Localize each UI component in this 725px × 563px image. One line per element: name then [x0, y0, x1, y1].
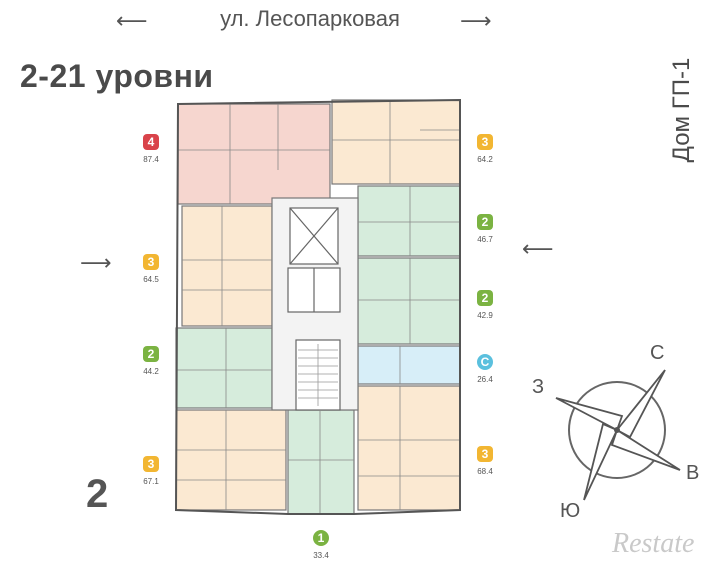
compass	[555, 369, 681, 501]
compass-west-label: З	[532, 376, 545, 398]
apartment-area: 87.4	[143, 155, 159, 164]
apartment-a4-plan[interactable]	[181, 205, 273, 327]
apartment-area: 46.7	[477, 235, 493, 244]
apartment-area: 67.1	[143, 477, 159, 486]
apartment-a1-plan[interactable]	[177, 103, 331, 205]
apartment-badge-a7[interactable]: С 26.4	[468, 354, 502, 384]
entrance-arrow-right: ⟵	[522, 236, 554, 261]
entrance-arrow-left: ⟶	[80, 250, 112, 275]
apartment-area: 33.4	[313, 551, 329, 560]
building-outline	[174, 98, 461, 515]
apartment-area: 42.9	[477, 311, 493, 320]
apartment-area: 26.4	[477, 375, 493, 384]
street-name: ул. Лесопарковая	[220, 6, 400, 31]
apartment-a2-plan[interactable]	[331, 99, 461, 185]
apartment-a9-plan[interactable]	[357, 385, 461, 511]
apartment-a7-plan[interactable]	[357, 345, 461, 385]
apartment-a10-plan[interactable]	[287, 409, 355, 515]
apartment-badge-a10[interactable]: 1 33.4	[304, 530, 338, 560]
section-number: 2	[86, 472, 109, 516]
apartment-area: 64.5	[143, 275, 159, 284]
apartment-a3-plan[interactable]	[357, 185, 461, 257]
watermark-logo: Restate	[612, 528, 695, 559]
apartment-a8-plan[interactable]	[175, 409, 287, 511]
compass-north-label: С	[650, 342, 665, 364]
compass-south-label: Ю	[560, 500, 581, 522]
apartment-a5-plan[interactable]	[357, 257, 461, 345]
room-count-badge: С	[477, 354, 493, 370]
floors-title: 2-21 уровни	[20, 58, 214, 94]
apartment-a6-plan[interactable]	[175, 327, 273, 409]
room-count-badge: 1	[313, 530, 329, 546]
street-arrow-left: ⟵	[116, 8, 148, 33]
compass-east-label: В	[686, 462, 700, 484]
apartment-area: 64.2	[477, 155, 493, 164]
street-arrow-right: ⟶	[460, 8, 492, 33]
apartment-area: 68.4	[477, 467, 493, 476]
apartment-area: 44.2	[143, 367, 159, 376]
